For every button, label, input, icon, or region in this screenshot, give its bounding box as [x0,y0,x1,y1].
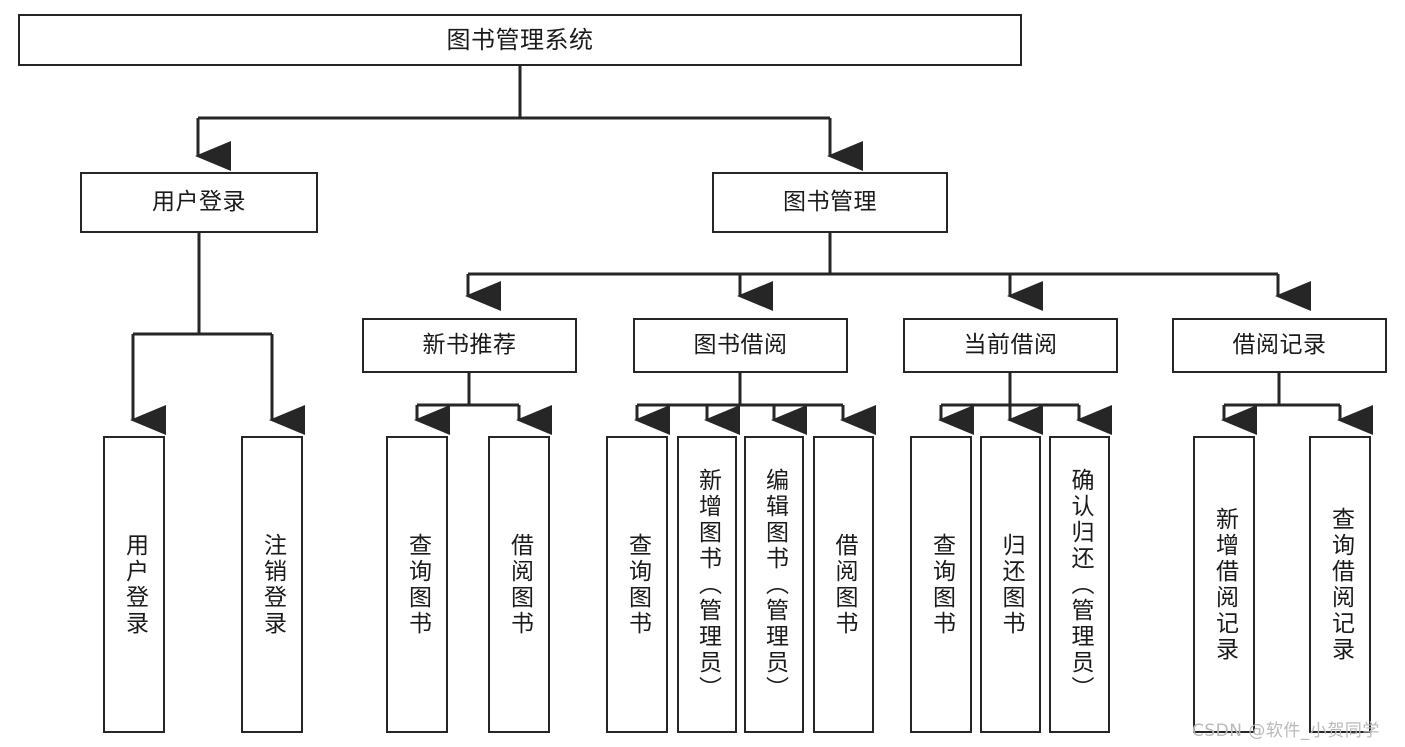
leaf-book-borrow-add[interactable]: 新增图书（管理员） [677,436,737,733]
node-label: 新增借阅记录 [1211,506,1238,663]
node-root-system[interactable]: 图书管理系统 [18,14,1022,66]
leaf-book-borrow-query[interactable]: 查询图书 [606,436,668,733]
node-label: 用户登录 [121,532,148,637]
node-label: 编辑图书（管理员） [761,467,788,702]
leaf-user-login-logout[interactable]: 注销登录 [241,436,303,733]
leaf-borrow-record-add[interactable]: 新增借阅记录 [1193,436,1255,733]
node-book-management[interactable]: 图书管理 [712,172,948,233]
node-label: 图书管理 [783,188,877,215]
node-label: 查询图书 [404,532,431,637]
node-label: 借阅图书 [831,532,857,637]
leaf-book-borrow-edit[interactable]: 编辑图书（管理员） [744,436,804,733]
node-new-book-recommend[interactable]: 新书推荐 [362,318,577,373]
node-label: 借阅记录 [1232,331,1327,358]
leaf-new-book-borrow[interactable]: 借阅图书 [488,436,550,733]
leaf-book-borrow-borrow[interactable]: 借阅图书 [813,436,874,733]
node-label: 新增图书（管理员） [694,467,721,702]
leaf-borrow-record-query[interactable]: 查询借阅记录 [1309,436,1371,733]
leaf-current-borrow-return[interactable]: 归还图书 [980,436,1041,733]
node-label: 查询图书 [624,532,651,637]
leaf-current-borrow-confirm-return[interactable]: 确认归还（管理员） [1049,436,1110,733]
leaf-current-borrow-query[interactable]: 查询图书 [910,436,972,733]
leaf-user-login-login[interactable]: 用户登录 [103,436,165,733]
leaf-new-book-query[interactable]: 查询图书 [386,436,448,733]
node-label: 图书管理系统 [446,25,594,54]
csdn-watermark: CSDN @软件_小贺同学 [1192,721,1380,741]
node-current-borrow[interactable]: 当前借阅 [903,318,1118,373]
node-label: 注销登录 [259,532,286,637]
node-label: 查询图书 [928,532,955,637]
node-book-borrow[interactable]: 图书借阅 [633,318,848,373]
node-label: 新书推荐 [422,331,517,358]
node-borrow-record[interactable]: 借阅记录 [1172,318,1387,373]
node-label: 查询借阅记录 [1327,506,1354,663]
node-label: 用户登录 [152,188,246,215]
node-label: 确认归还（管理员） [1067,467,1093,702]
node-label: 当前借阅 [963,331,1058,358]
node-user-login[interactable]: 用户登录 [80,172,318,233]
node-label: 借阅图书 [506,532,533,637]
node-label: 归还图书 [998,532,1024,637]
node-label: 图书借阅 [693,331,788,358]
